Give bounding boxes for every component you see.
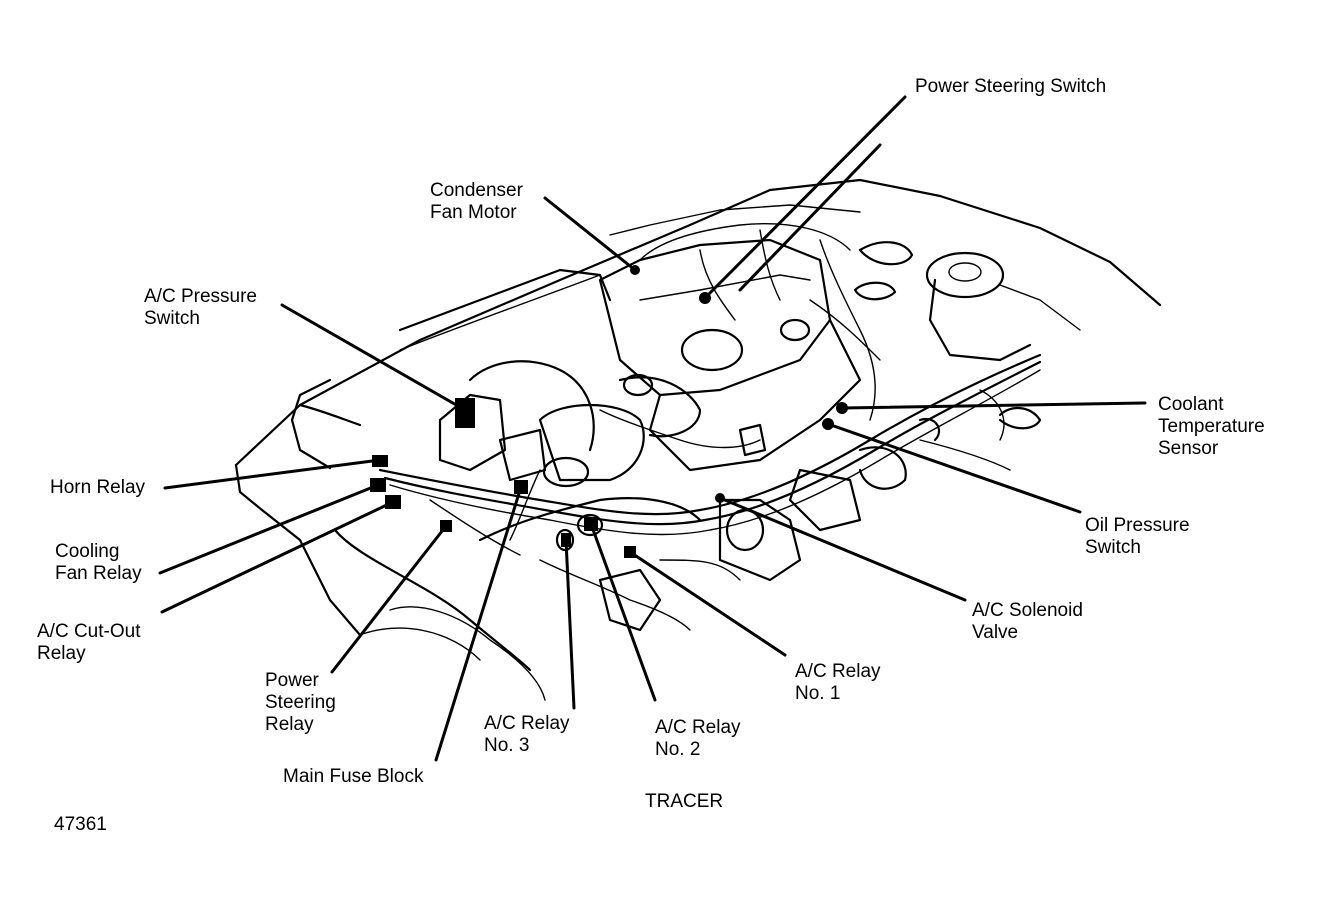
- label-horn-relay: Horn Relay: [50, 477, 146, 498]
- label-ac-pressure-switch: A/C Pressure Switch: [144, 286, 257, 329]
- label-ac-relay-no3: A/C Relay No. 3: [484, 713, 570, 756]
- label-oil-pressure-switch: Oil Pressure Switch: [1085, 515, 1190, 558]
- wiring-harness: [378, 223, 1042, 631]
- leader-power-steering-relay: [330, 524, 448, 674]
- leader-ac-relay-no3: [564, 538, 576, 710]
- relay-components: [370, 265, 848, 558]
- leader-main-fuse-block: [434, 485, 523, 762]
- label-ac-solenoid-valve: A/C Solenoid Valve: [972, 600, 1083, 643]
- leader-horn-relay: [163, 458, 382, 490]
- label-power-steering-relay: Power Steering Relay: [265, 670, 336, 735]
- label-coolant-temperature-sensor: Coolant Temperature Sensor: [1158, 394, 1265, 459]
- leader-oil-pressure-switch: [826, 422, 1082, 514]
- figure-number: 47361: [54, 814, 107, 835]
- figure-caption: TRACER: [645, 791, 724, 812]
- leader-power-steering-switch-2: [738, 143, 882, 292]
- label-ac-relay-no1: A/C Relay No. 1: [795, 661, 881, 704]
- label-ac-cutout-relay: A/C Cut-Out Relay: [37, 621, 141, 664]
- engine-assembly: [438, 238, 1042, 632]
- label-main-fuse-block: Main Fuse Block: [283, 766, 424, 787]
- leader-ac-relay-no1: [628, 550, 787, 657]
- leader-cooling-fan-relay: [158, 483, 380, 575]
- label-cooling-fan-relay: Cooling Fan Relay: [55, 541, 142, 584]
- leader-condenser-fan-motor: [543, 196, 637, 272]
- leader-lines: [158, 95, 1147, 762]
- label-condenser-fan-motor: Condenser Fan Motor: [430, 180, 523, 223]
- label-ac-relay-no2: A/C Relay No. 2: [655, 717, 741, 760]
- leader-coolant-temperature-sensor: [840, 401, 1147, 410]
- label-power-steering-switch: Power Steering Switch: [915, 76, 1107, 97]
- leader-ac-pressure-switch: [280, 303, 467, 412]
- ac-pressure-switch-component: [455, 398, 475, 428]
- leader-ac-cutout-relay: [160, 500, 395, 614]
- leader-ac-relay-no2: [589, 522, 657, 702]
- vehicle-body-outline: [234, 178, 1162, 701]
- leader-power-steering-switch: [703, 95, 907, 300]
- leader-ac-solenoid-valve: [718, 496, 967, 602]
